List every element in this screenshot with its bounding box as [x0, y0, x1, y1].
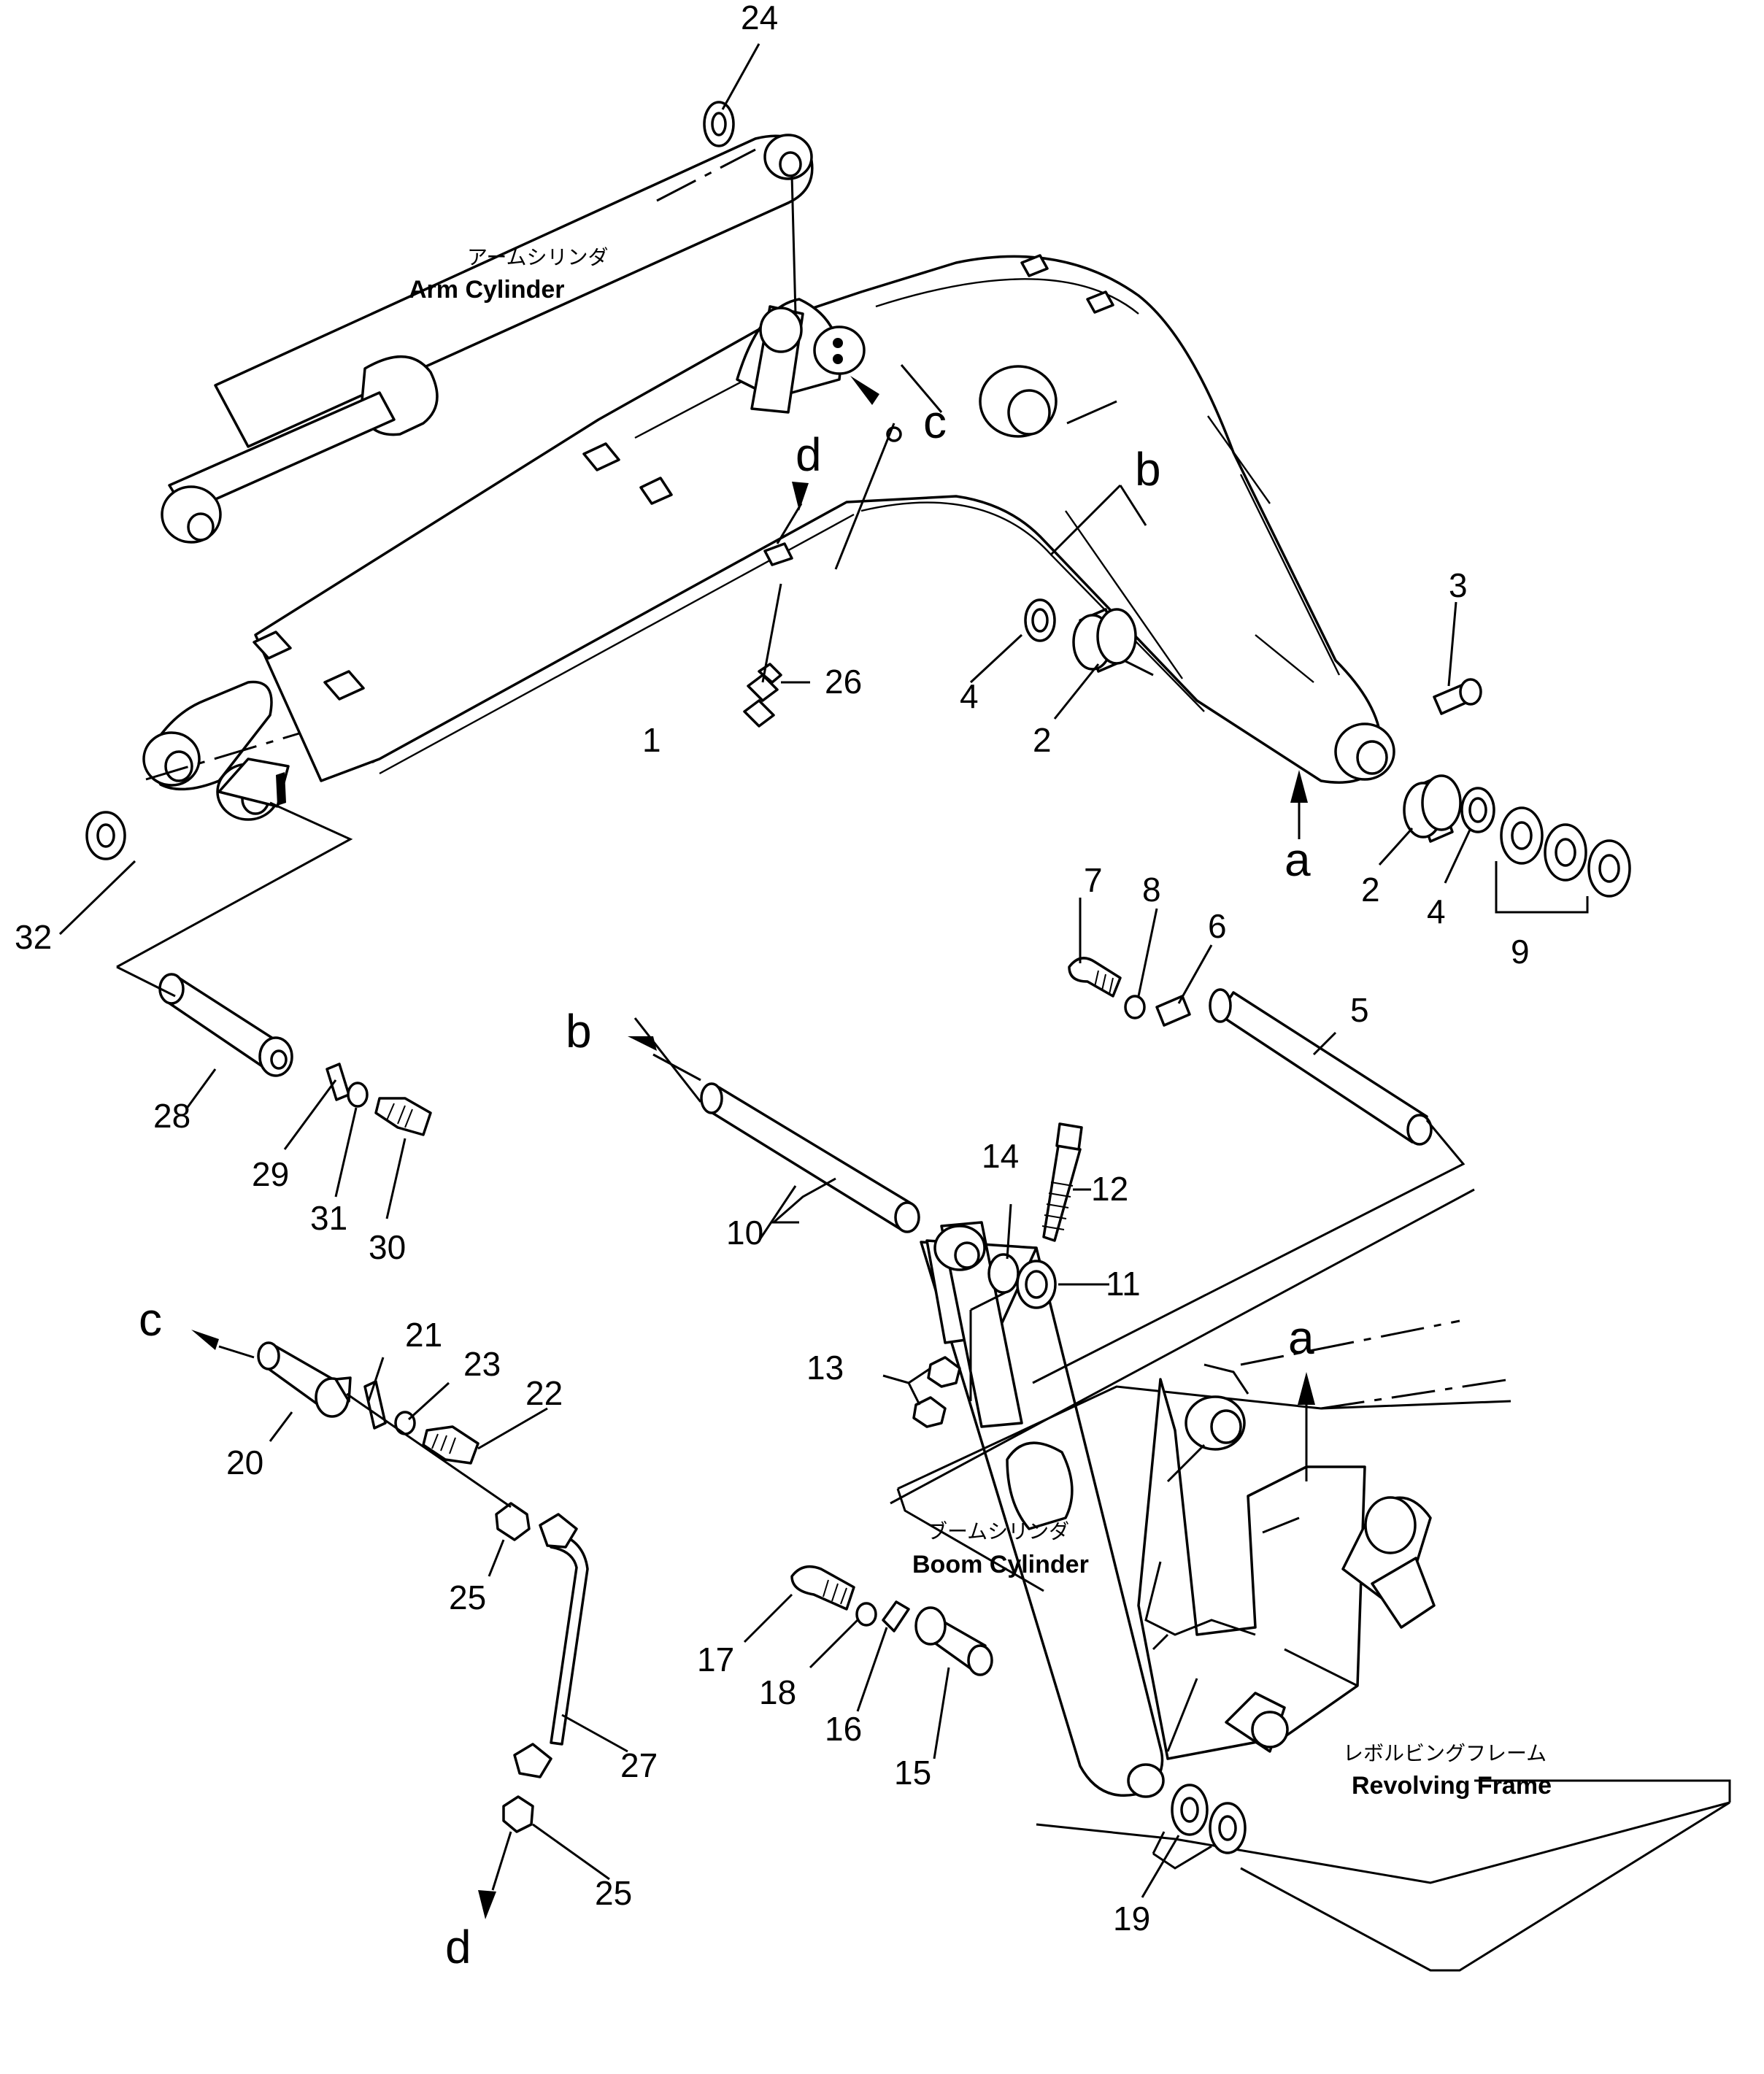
bolt-17 [790, 1565, 855, 1611]
letter-b-boom: b [1135, 443, 1161, 496]
fitting-26 [747, 674, 779, 702]
revolving-frame-label-en: Revolving Frame [1352, 1772, 1552, 1800]
callout-25a: 25 [449, 1578, 486, 1616]
callout-6: 6 [1208, 907, 1227, 945]
letter-d-boom: d [796, 428, 822, 481]
callout-25b: 25 [595, 1874, 632, 1912]
callout-24: 24 [741, 0, 778, 36]
arm-cylinder-label-jp: アームシリンダ [467, 245, 608, 269]
callout-4b: 4 [1427, 893, 1446, 930]
reference-letters: a a b b c c d d [139, 396, 1314, 1973]
washer-18 [855, 1602, 877, 1627]
lock-plate-21 [363, 1380, 387, 1430]
callout-32: 32 [15, 918, 52, 956]
letter-a-frame: a [1288, 1311, 1314, 1364]
callout-17: 17 [697, 1641, 734, 1678]
letter-a-boom: a [1285, 833, 1311, 886]
callout-21: 21 [405, 1316, 442, 1354]
callout-2a: 2 [1033, 721, 1052, 759]
revolving-frame [896, 1319, 1731, 1972]
lock-plate-16 [882, 1600, 910, 1632]
callout-31: 31 [310, 1199, 347, 1237]
nut-13b [912, 1396, 947, 1428]
callout-11: 11 [1106, 1265, 1141, 1303]
leader-lines [58, 43, 1589, 1919]
washer-8 [1124, 995, 1146, 1019]
callout-13: 13 [806, 1349, 844, 1387]
boom [142, 254, 1395, 821]
boom-cylinder [920, 1221, 1165, 1798]
fitting-25-upper [495, 1502, 531, 1541]
boom-cylinder-label-en: Boom Cylinder [912, 1551, 1089, 1578]
callout-30: 30 [369, 1228, 406, 1266]
callout-14: 14 [982, 1137, 1019, 1175]
revolving-frame-label-jp: レボルビングフレーム [1343, 1741, 1547, 1765]
callout-4a: 4 [960, 677, 979, 715]
callout-9: 9 [1511, 933, 1530, 971]
boom-cylinder-label-jp: ブームシリンダ [927, 1519, 1069, 1543]
callout-20: 20 [226, 1443, 263, 1481]
pin-5 [1217, 991, 1428, 1144]
letter-b-pin: b [566, 1005, 592, 1057]
pin-10 [705, 1086, 914, 1231]
callout-29: 29 [252, 1155, 289, 1193]
component-labels: アームシリンダ Arm Cylinder ブームシリンダ Boom Cylind… [409, 245, 1552, 1800]
arm-cylinder-label-en: Arm Cylinder [409, 276, 565, 304]
lock-plate-6 [1155, 995, 1191, 1027]
callout-7: 7 [1084, 861, 1103, 899]
bolt-7 [1068, 957, 1122, 998]
callout-8: 8 [1142, 871, 1161, 909]
bolt-22 [422, 1425, 479, 1465]
callout-12: 12 [1091, 1170, 1128, 1208]
callout-1: 1 [642, 721, 661, 759]
letter-d-hose: d [445, 1921, 471, 1973]
callout-5: 5 [1350, 991, 1369, 1029]
callout-19: 19 [1113, 1900, 1150, 1938]
callout-3: 3 [1449, 566, 1468, 604]
callout-18: 18 [759, 1673, 796, 1711]
arm-cylinder [161, 134, 814, 544]
hose-27 [550, 1531, 589, 1746]
callout-28: 28 [153, 1097, 190, 1135]
letter-c-boom: c [923, 396, 947, 448]
bolt-30 [374, 1097, 432, 1136]
callout-10: 10 [726, 1214, 763, 1252]
callout-15: 15 [894, 1754, 931, 1792]
lock-plate-29 [326, 1063, 350, 1101]
callout-23: 23 [463, 1345, 501, 1383]
callout-22: 22 [525, 1374, 563, 1412]
washer-31 [347, 1082, 369, 1108]
callout-16: 16 [825, 1710, 862, 1748]
callout-26: 26 [825, 663, 862, 701]
callout-27: 27 [620, 1746, 658, 1784]
callout-numbers: 1 2 2 3 4 4 5 6 7 8 9 10 11 12 13 14 15 … [15, 0, 1530, 1938]
letter-c-pin: c [139, 1293, 162, 1346]
ring-14 [987, 1253, 1020, 1294]
callout-2b: 2 [1361, 871, 1380, 909]
fitting-25-lower [502, 1795, 534, 1833]
nut-13a [927, 1356, 961, 1388]
